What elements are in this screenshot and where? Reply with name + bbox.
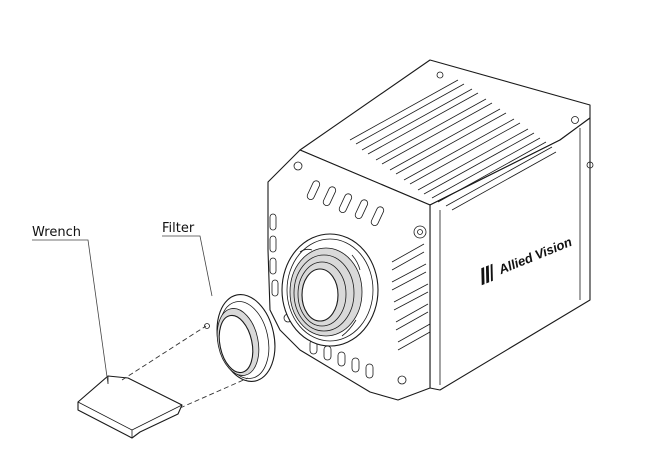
alignment-line [179,377,249,409]
mount-screw [413,225,427,239]
screw-hole [293,161,303,171]
lens-mount [281,233,379,347]
filter-notch [204,323,210,329]
top-cooling-grooves [349,79,557,211]
filter-ring [204,294,276,382]
screw-hole [397,375,407,385]
screw-hole [586,161,594,169]
screw-hole [571,116,579,124]
wrench-label: Wrench [32,225,81,240]
filter-leader-line [162,235,213,297]
camera-side-face [429,117,591,391]
wrench-leader-line [32,239,109,385]
front-cooling-fins [269,180,431,379]
mount-screw [417,229,423,235]
filter-label: Filter [162,221,195,236]
camera-body: Allied Vision [267,59,594,401]
allied-vision-mark-icon [481,263,493,286]
wrench-tool [77,375,183,439]
alignment-line [121,325,207,381]
screw-hole [436,71,444,79]
